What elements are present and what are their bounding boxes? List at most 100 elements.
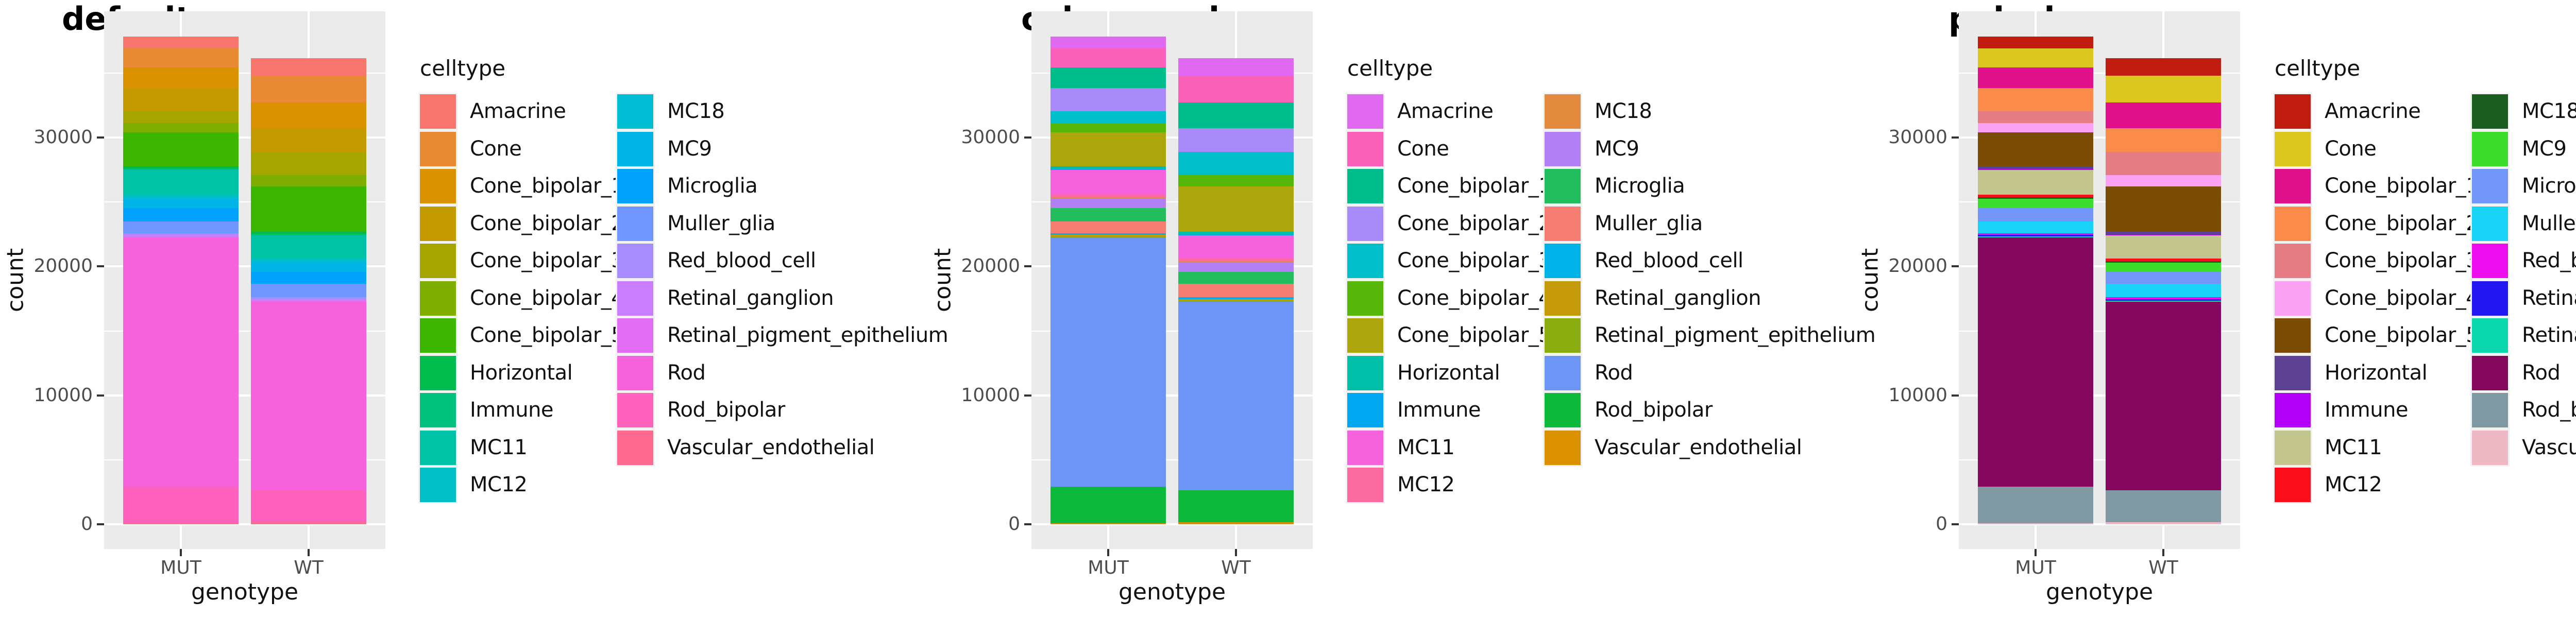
legend-swatch-Microglia <box>2472 169 2508 203</box>
y-tick-label: 0 <box>81 513 93 535</box>
legend-title: celltype <box>2275 56 2361 81</box>
legend-label-Cone_bipolar_1: Cone_bipolar_1 <box>1397 174 1552 198</box>
legend-swatch-Cone_bipolar_1 <box>1347 169 1383 203</box>
bar-segment-Horizontal <box>251 231 366 234</box>
y-tick <box>1952 136 1959 139</box>
gridline-minor <box>1031 201 1313 203</box>
legend-swatch-Retinal_ganglion <box>1545 281 1581 316</box>
bar-segment-Cone <box>251 75 366 103</box>
legend-swatch-Retinal_pigment_epithelium <box>617 318 653 353</box>
legend-label-Horizontal: Horizontal <box>470 360 573 385</box>
bar-segment-MC9 <box>251 262 366 272</box>
legend-label-Cone_bipolar_3: Cone_bipolar_3 <box>1397 249 1552 272</box>
bar-segment-Horizontal <box>1178 231 1294 234</box>
y-tick <box>1024 265 1031 268</box>
bar-segment-MC11 <box>251 235 366 259</box>
legend-swatch-Cone <box>2275 131 2311 166</box>
bar-segment-MC18 <box>1978 197 2093 199</box>
gridline-major <box>1959 136 2240 139</box>
y-tick-label: 10000 <box>1888 384 1947 406</box>
legend-label-Retinal_ganglion: Retinal_ganglion <box>1595 286 1761 310</box>
y-axis-title: count <box>1857 248 1884 313</box>
y-tick-label: 30000 <box>33 127 93 148</box>
legend-swatch-Cone <box>1347 131 1383 166</box>
legend-label-Microglia: Microglia <box>667 174 758 198</box>
legend-swatch-Vascular_endothelial <box>1545 430 1581 465</box>
bar-segment-Amacrine <box>1978 37 2093 48</box>
bar-segment-Cone_bipolar_1 <box>1978 67 2093 89</box>
y-tick-label: 30000 <box>1888 127 1947 148</box>
bar-segment-Retinal_pigment_epithelium <box>1050 236 1166 238</box>
legend-swatch-Cone_bipolar_1 <box>2275 169 2311 203</box>
bar-segment-Muller_glia <box>2106 284 2221 298</box>
legend-label-Immune: Immune <box>2325 398 2409 422</box>
y-tick <box>1024 523 1031 525</box>
bar-segment-Amacrine <box>1050 37 1166 48</box>
bar-segment-MC9 <box>2106 262 2221 272</box>
bar-segment-Amacrine <box>251 58 366 76</box>
legend-label-Cone_bipolar_5: Cone_bipolar_5 <box>470 323 624 347</box>
gridline-major <box>1031 136 1313 139</box>
legend-swatch-Retinal_pigment_epithelium <box>2472 318 2508 353</box>
legend-label-Rod_bipolar: Rod_bipolar <box>667 398 785 422</box>
plot-area <box>1031 11 1313 549</box>
bar-segment-Retinal_ganglion <box>251 299 366 301</box>
legend-label-Rod: Rod <box>667 360 706 385</box>
y-tick <box>97 523 104 525</box>
legend-swatch-Cone_bipolar_3 <box>2275 244 2311 278</box>
legend-label-Cone_bipolar_5: Cone_bipolar_5 <box>2325 323 2479 347</box>
bar-segment-MC11 <box>2106 235 2221 259</box>
legend-label-Red_blood_cell: Red_blood_cell <box>1595 249 1743 272</box>
legend-swatch-Cone_bipolar_2 <box>2275 206 2311 241</box>
legend-swatch-MC18 <box>617 94 653 129</box>
gridline-minor <box>1031 459 1313 460</box>
bar-segment-Rod <box>2106 302 2221 490</box>
gridline-major <box>1031 394 1313 397</box>
gridline-major <box>1031 265 1313 268</box>
gridline-major <box>1959 394 2240 397</box>
gridline-minor <box>1031 72 1313 74</box>
gridline-major <box>104 136 385 139</box>
bar-segment-MC11 <box>123 170 239 195</box>
legend-label-MC9: MC9 <box>1595 136 1639 161</box>
gridline-minor <box>1959 459 2240 460</box>
x-tick-label-MUT: MUT <box>1088 557 1129 578</box>
legend-swatch-Horizontal <box>2275 355 2311 390</box>
legend-label-MC9: MC9 <box>2522 136 2567 161</box>
x-axis-title: genotype <box>1118 579 1226 605</box>
bar-segment-Red_blood_cell <box>1978 233 2093 235</box>
x-axis-title: genotype <box>2045 579 2154 605</box>
bar-segment-Microglia <box>1978 208 2093 222</box>
gridline-major <box>1031 523 1313 525</box>
bar-segment-Cone_bipolar_5 <box>1050 132 1166 166</box>
y-tick <box>97 136 104 139</box>
bar-segment-Cone_bipolar_4 <box>1978 123 2093 133</box>
legend-label-Cone_bipolar_3: Cone_bipolar_3 <box>470 249 624 272</box>
gridline-minor <box>104 201 385 203</box>
bar-segment-Cone_bipolar_2 <box>1178 128 1294 152</box>
gridline-minor <box>104 72 385 74</box>
bar-segment-Cone_bipolar_2 <box>123 88 239 112</box>
legend-label-Retinal_pigment_epithelium: Retinal_pigment_epithelium <box>667 323 948 347</box>
bar-segment-Cone_bipolar_3 <box>1978 111 2093 123</box>
x-tick <box>1107 549 1109 556</box>
legend-label-Cone_bipolar_1: Cone_bipolar_1 <box>470 174 624 198</box>
legend-swatch-Cone_bipolar_2 <box>420 206 456 241</box>
bar-MUT <box>1978 37 2093 524</box>
legend-label-Vascular_endothelial: Vascular_endothelial <box>667 435 875 459</box>
y-tick <box>97 265 104 268</box>
bar-segment-Red_blood_cell <box>1178 297 1294 300</box>
legend-swatch-Microglia <box>1545 169 1581 203</box>
bar-segment-Cone <box>1978 48 2093 68</box>
legend-swatch-Horizontal <box>1347 355 1383 390</box>
bar-segment-Cone_bipolar_5 <box>1178 186 1294 232</box>
bar-WT <box>1178 58 1294 524</box>
bar-segment-Cone_bipolar_2 <box>1978 88 2093 112</box>
gridline-minor <box>1959 201 2240 203</box>
gridline-minor <box>1031 330 1313 332</box>
gridline-minor <box>1959 72 2240 74</box>
legend-swatch-Cone_bipolar_5 <box>420 318 456 353</box>
legend-label-Cone_bipolar_4: Cone_bipolar_4 <box>470 286 624 310</box>
bar-segment-MC12 <box>1178 259 1294 262</box>
bar-segment-Cone_bipolar_4 <box>1050 123 1166 133</box>
